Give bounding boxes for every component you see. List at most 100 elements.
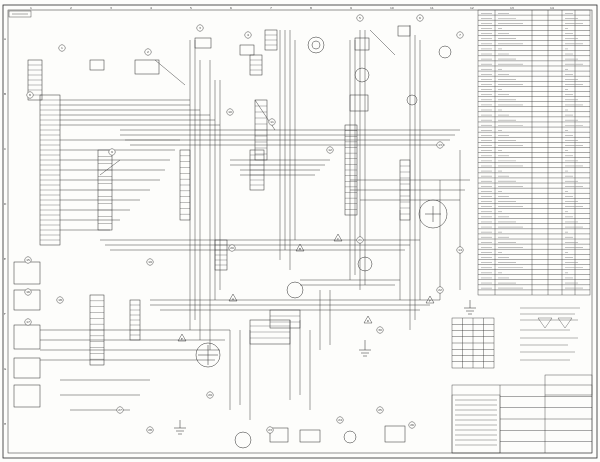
wire-harness xyxy=(40,25,470,420)
callout-number: 19 xyxy=(148,260,152,264)
callout-bubble xyxy=(408,421,416,429)
callout-number: 24 xyxy=(338,418,342,422)
callout-number: 5 xyxy=(359,16,361,20)
callout-number: 15 xyxy=(26,258,30,262)
ground-reference-marks: A B C D E F xyxy=(177,233,435,342)
ground-reference-triangle xyxy=(295,243,305,252)
zone-marker-top: 9 xyxy=(350,6,352,10)
callout-number: 20 xyxy=(230,246,234,250)
ground-reference-triangle xyxy=(333,233,343,242)
zone-marker-top: 5 xyxy=(190,6,192,10)
callout-number: 14 xyxy=(458,248,462,252)
callout-bubble xyxy=(146,426,154,434)
zone-marker-top: 12 xyxy=(470,6,474,10)
zone-marker-top: 3 xyxy=(110,6,112,10)
callout-bubble xyxy=(268,118,276,126)
callout-number: 22 xyxy=(438,288,442,292)
callout-number: 23 xyxy=(268,428,272,432)
callout-bubble xyxy=(266,426,274,434)
callout-number: 8 xyxy=(29,93,31,97)
callout-bubble xyxy=(228,244,236,252)
callout-bubble xyxy=(456,246,464,254)
notes-legend xyxy=(520,307,580,361)
zone-marker-top: 4 xyxy=(150,6,152,10)
detail-grid-box xyxy=(451,317,495,369)
callout-number: 7 xyxy=(459,33,461,37)
zone-marker-top: 13 xyxy=(510,6,514,10)
callout-bubble xyxy=(456,31,464,39)
callout-bubble xyxy=(226,108,234,116)
sheet-border xyxy=(2,4,598,459)
connector-blocks xyxy=(27,29,411,366)
zone-marker-side: G xyxy=(4,367,7,371)
callout-number: 11 xyxy=(270,120,274,124)
callout-bubble xyxy=(356,14,364,22)
callout-bubble xyxy=(436,286,444,294)
zone-marker-top: 2 xyxy=(70,6,72,10)
callout-number: 6 xyxy=(419,16,421,20)
ground-reference-triangle xyxy=(363,315,373,324)
callout-bubble xyxy=(24,288,32,296)
callout-number: 13 xyxy=(438,143,442,147)
ground-reference-label: C xyxy=(337,237,339,241)
callout-bubble xyxy=(144,48,152,56)
callout-number: 17 xyxy=(26,320,30,324)
zone-marker-side: C xyxy=(4,147,6,151)
zone-marker-top: 6 xyxy=(230,6,232,10)
callout-bubble xyxy=(56,296,64,304)
zone-marker-top: 8 xyxy=(310,6,312,10)
ground-reference-label: D xyxy=(367,319,370,323)
ground-reference-triangle xyxy=(425,295,435,304)
callout-number: 18 xyxy=(58,298,62,302)
zone-marker-side: H xyxy=(4,422,6,426)
callout-bubble xyxy=(58,44,66,52)
callout-bubble xyxy=(356,236,364,244)
ground-reference-triangle xyxy=(177,333,187,342)
zone-marker-side: F xyxy=(4,312,6,316)
callout-bubble xyxy=(376,326,384,334)
sheet-header-box xyxy=(8,10,32,18)
callout-bubble xyxy=(24,256,32,264)
callout-bubble xyxy=(116,406,124,414)
callout-number: 4 xyxy=(247,33,249,37)
connector-block xyxy=(269,309,301,329)
parts-list-table xyxy=(477,9,591,296)
ground-reference-label: A xyxy=(232,297,235,301)
callout-bubble xyxy=(146,258,154,266)
callout-bubble xyxy=(108,148,116,156)
title-block xyxy=(451,374,593,454)
callout-number: 16 xyxy=(26,290,30,294)
callout-number: 10 xyxy=(228,110,232,114)
zone-marker-top: 14 xyxy=(550,6,554,10)
callout-number: 27 xyxy=(118,408,122,412)
callout-number: 28 xyxy=(148,428,152,432)
callout-number: 30 xyxy=(378,328,382,332)
callout-bubble xyxy=(196,24,204,32)
callout-bubble xyxy=(376,406,384,414)
callout-bubble xyxy=(244,31,252,39)
zone-marker-top: 11 xyxy=(430,6,434,10)
callout-number: 3 xyxy=(199,26,201,30)
callout-number: 29 xyxy=(208,393,212,397)
zone-marker-side: E xyxy=(4,257,6,261)
zone-marker-side: A xyxy=(4,37,7,41)
ground-reference-label: E xyxy=(181,337,183,341)
callout-bubble xyxy=(416,14,424,22)
callout-bubble xyxy=(24,318,32,326)
zone-marker-side: D xyxy=(4,202,7,206)
ground-reference-label: F xyxy=(429,299,431,303)
callout-number: 26 xyxy=(410,423,414,427)
revision-strip xyxy=(451,394,501,454)
zone-marker-top: 1 xyxy=(30,6,32,10)
callout-number: 12 xyxy=(328,148,332,152)
callout-number: 21 xyxy=(358,238,362,242)
ground-reference-triangle xyxy=(228,293,238,302)
ground-reference-label: B xyxy=(299,247,301,251)
callout-number: 25 xyxy=(378,408,382,412)
callout-number: 1 xyxy=(61,46,63,50)
